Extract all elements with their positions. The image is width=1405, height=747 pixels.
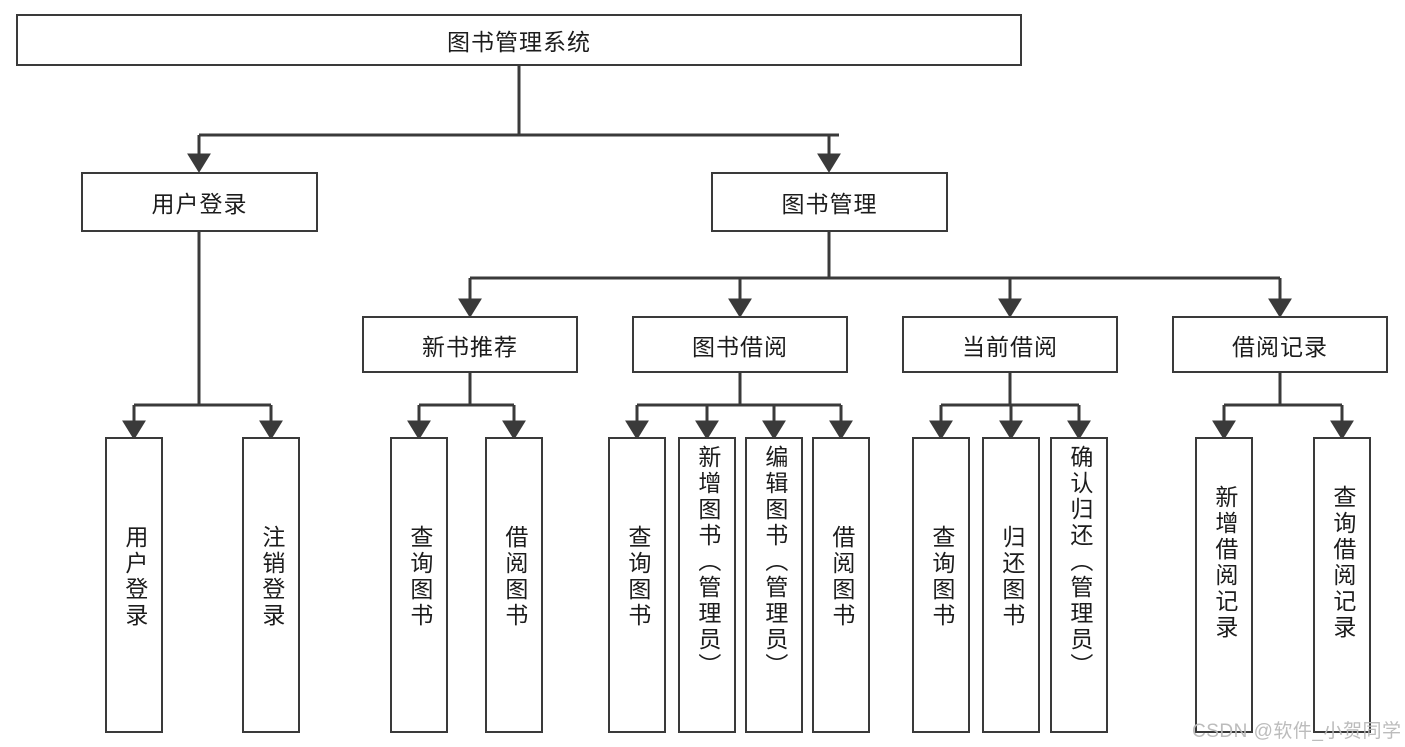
- leaf-node-label: 借阅图书: [828, 525, 855, 629]
- leaf-node[interactable]: 新增图书（管理员）: [678, 437, 736, 733]
- leaf-node[interactable]: 确认归还（管理员）: [1050, 437, 1108, 733]
- leaf-node[interactable]: 查询借阅记录: [1313, 437, 1371, 733]
- node-user-login[interactable]: 用户登录: [81, 172, 318, 232]
- node-book-management[interactable]: 图书管理: [711, 172, 948, 232]
- leaf-node[interactable]: 新增借阅记录: [1195, 437, 1253, 733]
- node-book-borrow-label: 图书借阅: [692, 333, 788, 360]
- leaf-node-label: 新增图书（管理员）: [694, 445, 721, 679]
- leaf-node-label: 查询图书: [624, 525, 651, 629]
- leaf-node-label: 编辑图书（管理员）: [761, 445, 788, 679]
- leaf-node[interactable]: 查询图书: [912, 437, 970, 733]
- leaf-node[interactable]: 用户登录: [105, 437, 163, 733]
- node-current-borrow[interactable]: 当前借阅: [902, 316, 1118, 373]
- node-borrow-record[interactable]: 借阅记录: [1172, 316, 1388, 373]
- leaf-node-label: 确认归还（管理员）: [1066, 445, 1093, 679]
- leaf-node[interactable]: 查询图书: [390, 437, 448, 733]
- node-borrow-record-label: 借阅记录: [1232, 333, 1328, 360]
- leaf-node[interactable]: 编辑图书（管理员）: [745, 437, 803, 733]
- leaf-node[interactable]: 借阅图书: [812, 437, 870, 733]
- leaf-node-label: 借阅图书: [501, 525, 528, 629]
- leaf-node[interactable]: 归还图书: [982, 437, 1040, 733]
- node-root-label: 图书管理系统: [447, 29, 591, 55]
- leaf-node[interactable]: 借阅图书: [485, 437, 543, 733]
- csdn-watermark: CSDN @软件_小贺同学: [1192, 721, 1402, 742]
- node-root[interactable]: 图书管理系统: [16, 14, 1022, 66]
- leaf-node-label: 查询图书: [928, 525, 955, 629]
- node-user-login-label: 用户登录: [151, 191, 248, 217]
- node-new-book-recommend[interactable]: 新书推荐: [362, 316, 578, 373]
- leaf-node-label: 用户登录: [121, 525, 148, 629]
- leaf-node-label: 查询图书: [406, 525, 433, 629]
- leaf-node-label: 新增借阅记录: [1211, 485, 1238, 641]
- node-current-borrow-label: 当前借阅: [962, 333, 1058, 360]
- node-book-management-label: 图书管理: [781, 191, 878, 217]
- leaf-node-label: 归还图书: [998, 525, 1025, 629]
- leaf-node-label: 查询借阅记录: [1329, 485, 1356, 641]
- leaf-node[interactable]: 查询图书: [608, 437, 666, 733]
- node-new-book-recommend-label: 新书推荐: [422, 333, 518, 360]
- leaf-node[interactable]: 注销登录: [242, 437, 300, 733]
- node-book-borrow[interactable]: 图书借阅: [632, 316, 848, 373]
- leaf-node-label: 注销登录: [258, 525, 285, 629]
